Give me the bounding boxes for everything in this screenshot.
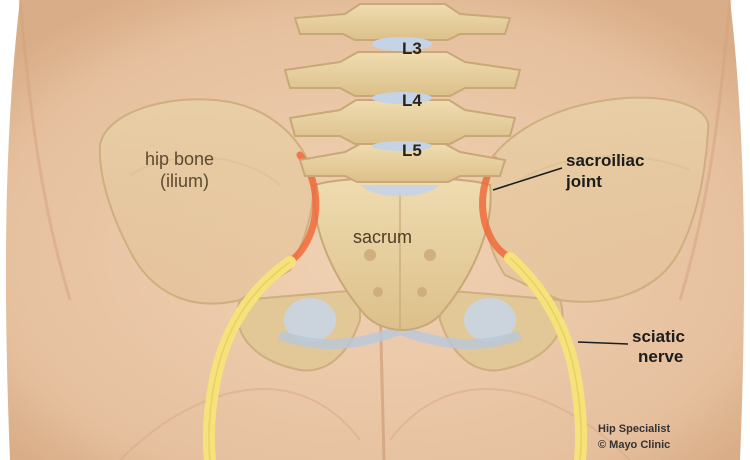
label-l4: L4 (402, 92, 422, 109)
label-l3: L3 (402, 40, 422, 57)
label-l5: L5 (402, 142, 422, 159)
label-sacrum: sacrum (353, 228, 412, 246)
credit-line-1: Hip Specialist (598, 424, 670, 435)
label-ilium: (ilium) (160, 172, 209, 190)
label-hip-bone: hip bone (145, 150, 214, 168)
credit-line-2: © Mayo Clinic (598, 440, 670, 451)
label-nerve: nerve (638, 348, 683, 365)
label-sacroiliac: sacroiliac (566, 152, 644, 169)
label-sciatic: sciatic (632, 328, 685, 345)
label-joint: joint (566, 173, 602, 190)
